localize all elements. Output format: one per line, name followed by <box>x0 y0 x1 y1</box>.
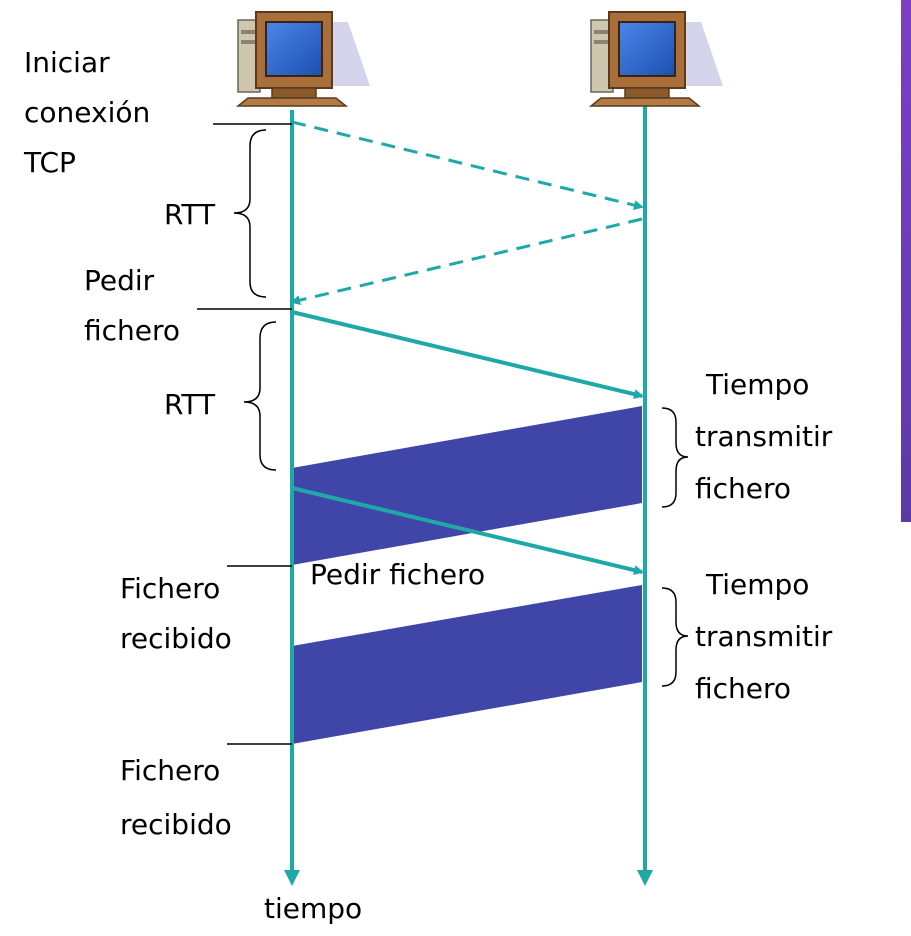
rtt-label-1: RTT <box>164 198 216 231</box>
start-connection-label-line-3: TCP <box>23 146 76 179</box>
start-connection-label-line-1: Iniciar <box>24 46 110 79</box>
request-file-label-line-1: Pedir <box>84 264 155 297</box>
transmit-time-label-1-line-2: transmitir <box>695 420 833 453</box>
request-arrow-2 <box>291 486 644 575</box>
rtt-brace-2 <box>243 321 277 471</box>
transmit-brace-2 <box>661 587 689 687</box>
syn-arrow <box>291 120 644 210</box>
transmission-band-1 <box>292 406 642 565</box>
file-received-label-1-line-2: recibido <box>120 622 232 655</box>
client-computer-icon <box>235 11 370 107</box>
syn-ack-arrow <box>290 217 643 306</box>
server-computer-icon <box>588 11 723 107</box>
transmit-time-label-2-line-2: transmitir <box>695 620 833 653</box>
file-received-label-1-line-1: Fichero <box>120 572 220 605</box>
file-received-label-2-line-2: recibido <box>120 808 232 841</box>
start-connection-label-line-2: conexión <box>24 96 150 129</box>
request-arrow-1 <box>291 310 644 399</box>
transmit-time-label-1-line-1: Tiempo <box>705 368 809 401</box>
transmit-time-label-2-line-3: fichero <box>695 672 791 705</box>
rtt-label-2: RTT <box>164 388 216 421</box>
transmission-band-2 <box>292 585 642 744</box>
side-bar <box>901 0 911 522</box>
server-timeline-arrowhead <box>637 870 653 886</box>
transmit-time-label-2-line-1: Tiempo <box>705 568 809 601</box>
client-timeline-arrowhead <box>284 870 300 886</box>
transmit-time-label-1-line-3: fichero <box>695 472 791 505</box>
transmit-brace-1 <box>661 407 689 508</box>
request-file-label-2: Pedir fichero <box>310 558 485 591</box>
file-received-label-2-line-1: Fichero <box>120 754 220 787</box>
rtt-brace-1 <box>233 129 267 298</box>
request-file-label-line-2: fichero <box>84 314 180 347</box>
time-axis-label: tiempo <box>264 892 362 925</box>
